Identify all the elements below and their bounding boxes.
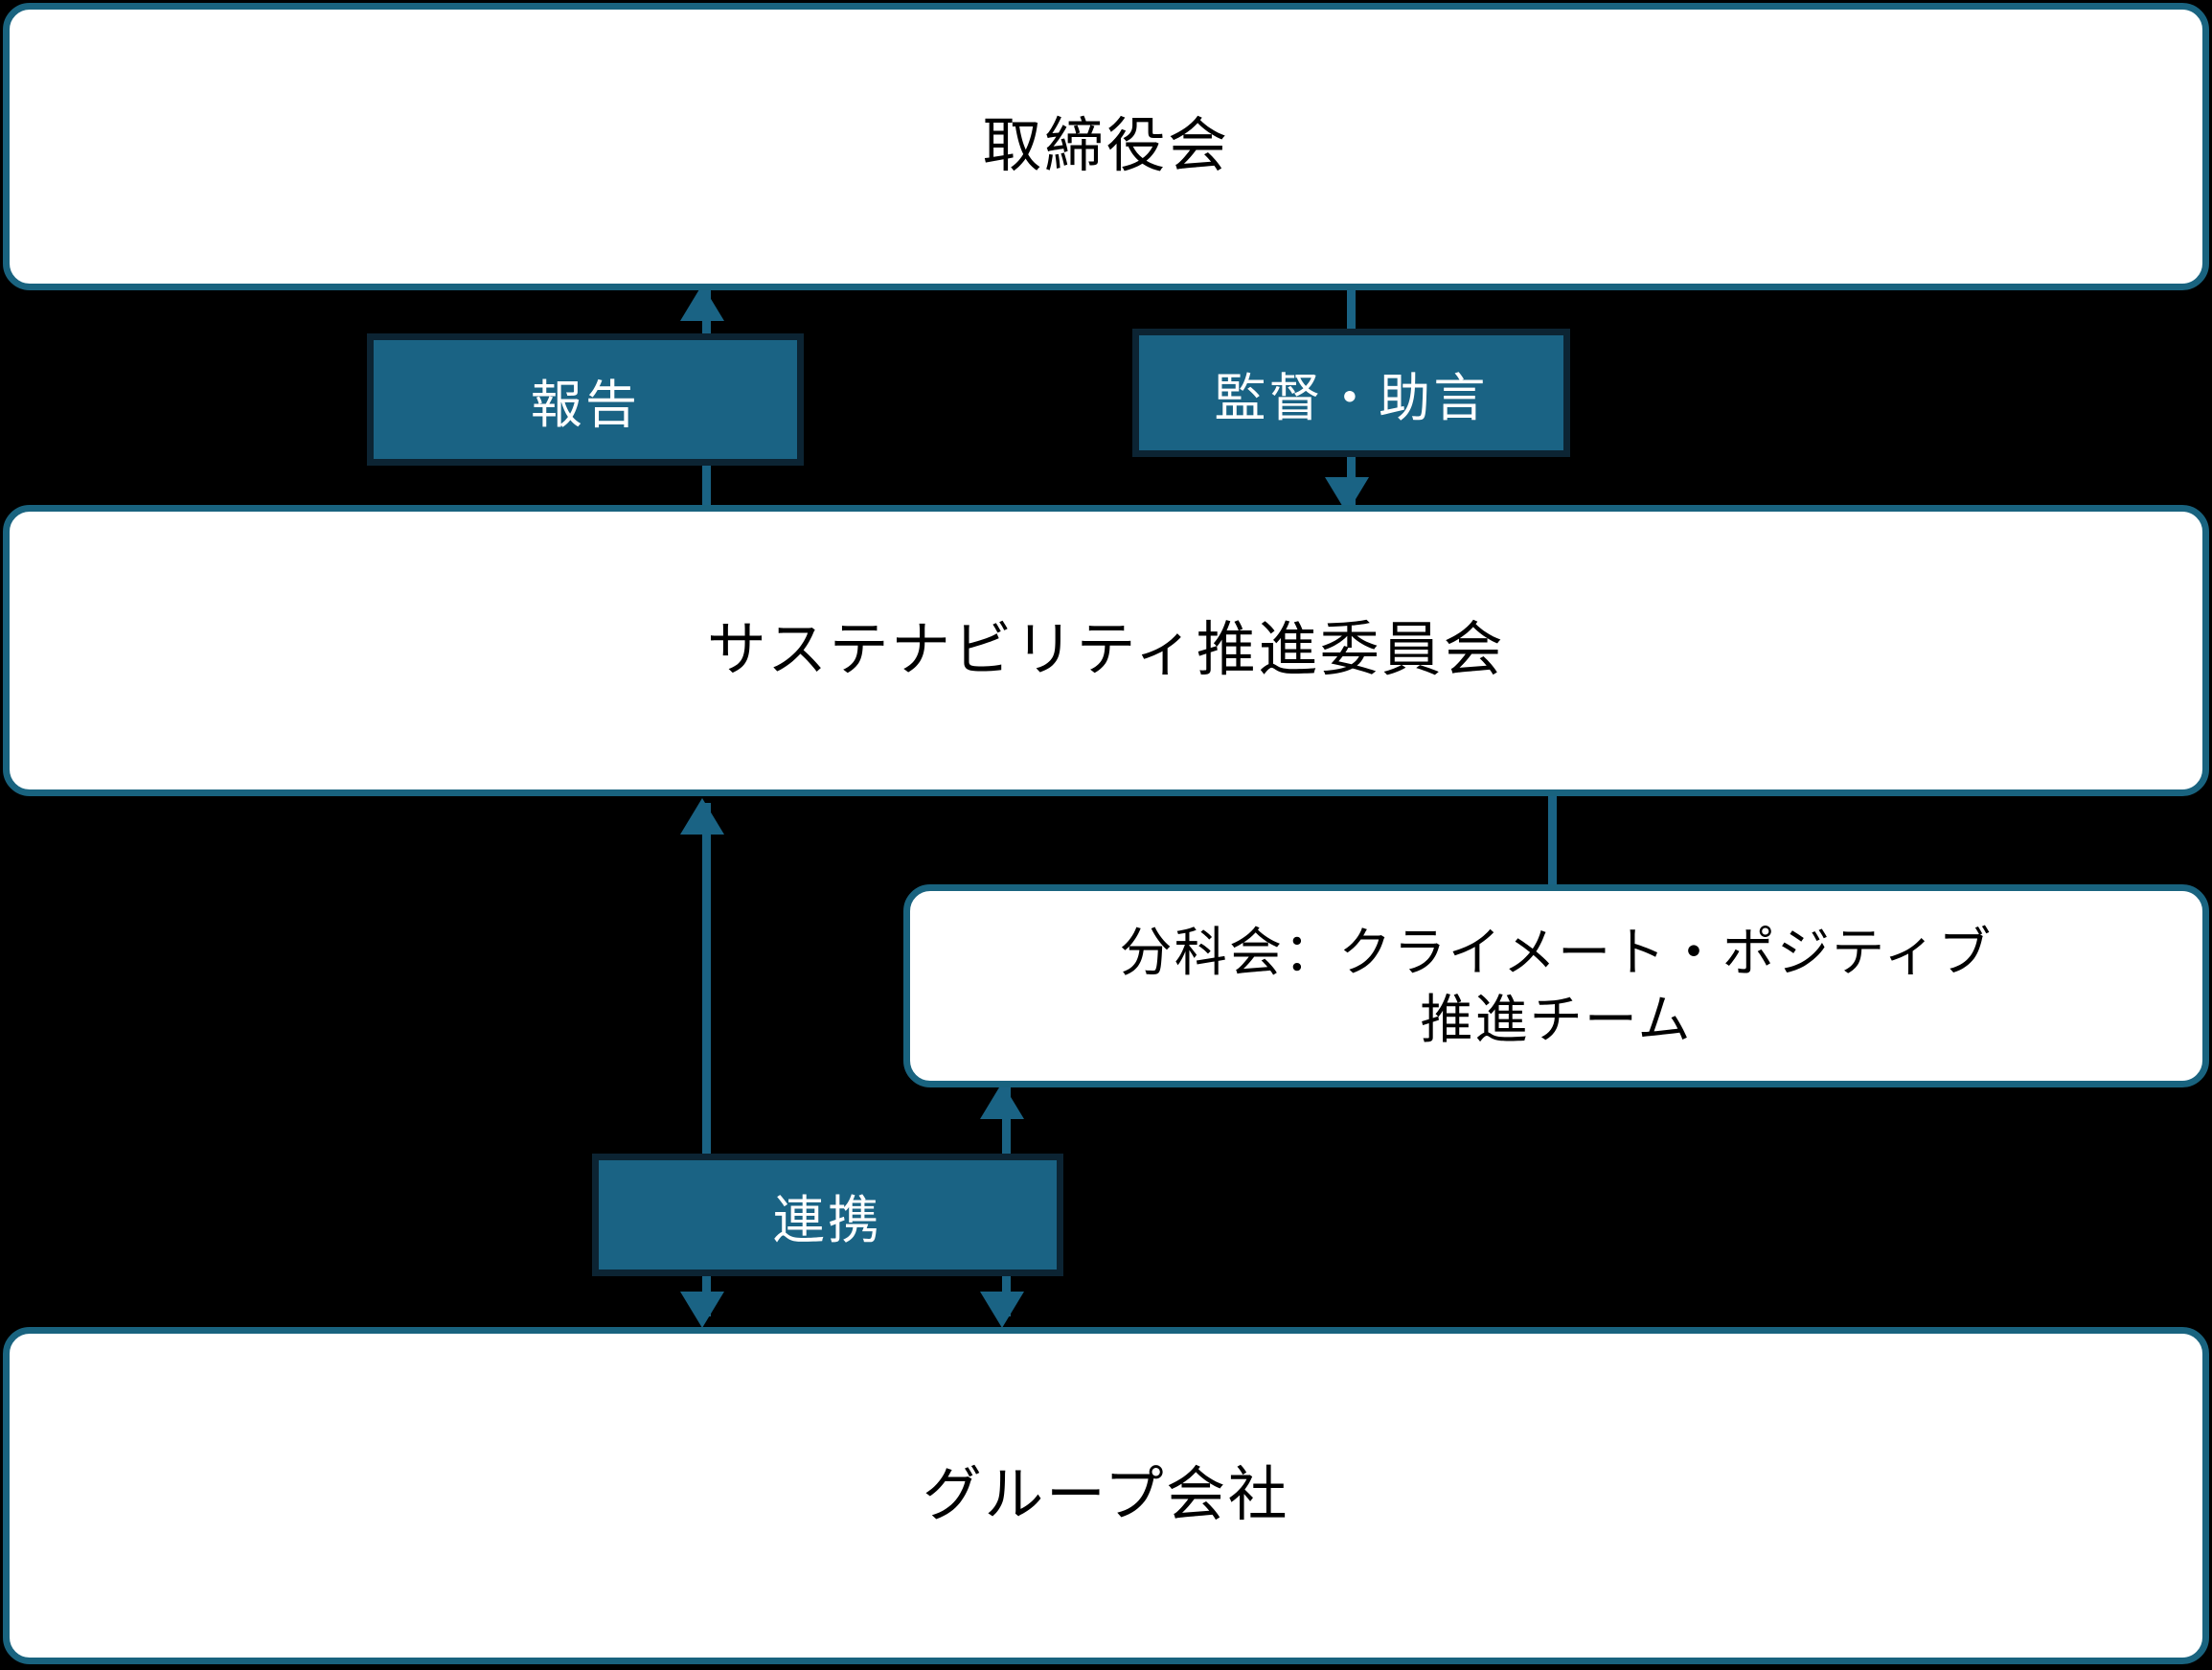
edge-label-report-text: 報告	[530, 376, 641, 434]
arrow-up-icon-liaison-to-subteam	[980, 1083, 1024, 1119]
node-climate-positive-subteam-label: 分科会：クライメート・ポジティブ 推進チーム	[1095, 919, 2018, 1054]
edge-label-oversight-text: 監督・助言	[1214, 369, 1489, 427]
connector-liaison-to-committee	[702, 803, 711, 1159]
node-board-of-directors-label: 取締役会	[982, 113, 1230, 180]
node-climate-positive-subteam-line1: 分科会：クライメート・ポジティブ	[1119, 922, 1994, 982]
connector-committee-to-report	[702, 460, 711, 513]
connector-liaison-to-subteam	[1002, 1087, 1011, 1160]
node-climate-positive-subteam[interactable]: 分科会：クライメート・ポジティブ 推進チーム	[903, 884, 2209, 1087]
edge-label-liaison-text: 連携	[772, 1191, 883, 1249]
arrow-down-icon-liaison-to-group-right	[980, 1292, 1024, 1328]
arrow-up-icon-report-to-board	[680, 285, 724, 321]
edge-label-liaison[interactable]: 連携	[592, 1154, 1063, 1276]
arrow-up-icon-liaison-to-committee	[680, 798, 724, 835]
edge-label-oversight[interactable]: 監督・助言	[1132, 329, 1570, 457]
node-climate-positive-subteam-line2: 推進チーム	[1420, 990, 1693, 1049]
node-board-of-directors[interactable]: 取締役会	[3, 3, 2209, 290]
node-group-companies-label: グループ会社	[922, 1462, 1290, 1529]
connector-committee-to-subteam	[1548, 793, 1557, 889]
arrow-down-icon-liaison-to-group-left	[680, 1292, 724, 1328]
node-sustainability-committee[interactable]: サステナビリティ推進委員会	[3, 505, 2209, 796]
connector-board-to-oversight	[1347, 286, 1356, 335]
edge-label-report[interactable]: 報告	[367, 333, 804, 466]
node-group-companies[interactable]: グループ会社	[3, 1327, 2209, 1664]
node-sustainability-committee-label: サステナビリティ推進委員会	[706, 617, 1506, 684]
